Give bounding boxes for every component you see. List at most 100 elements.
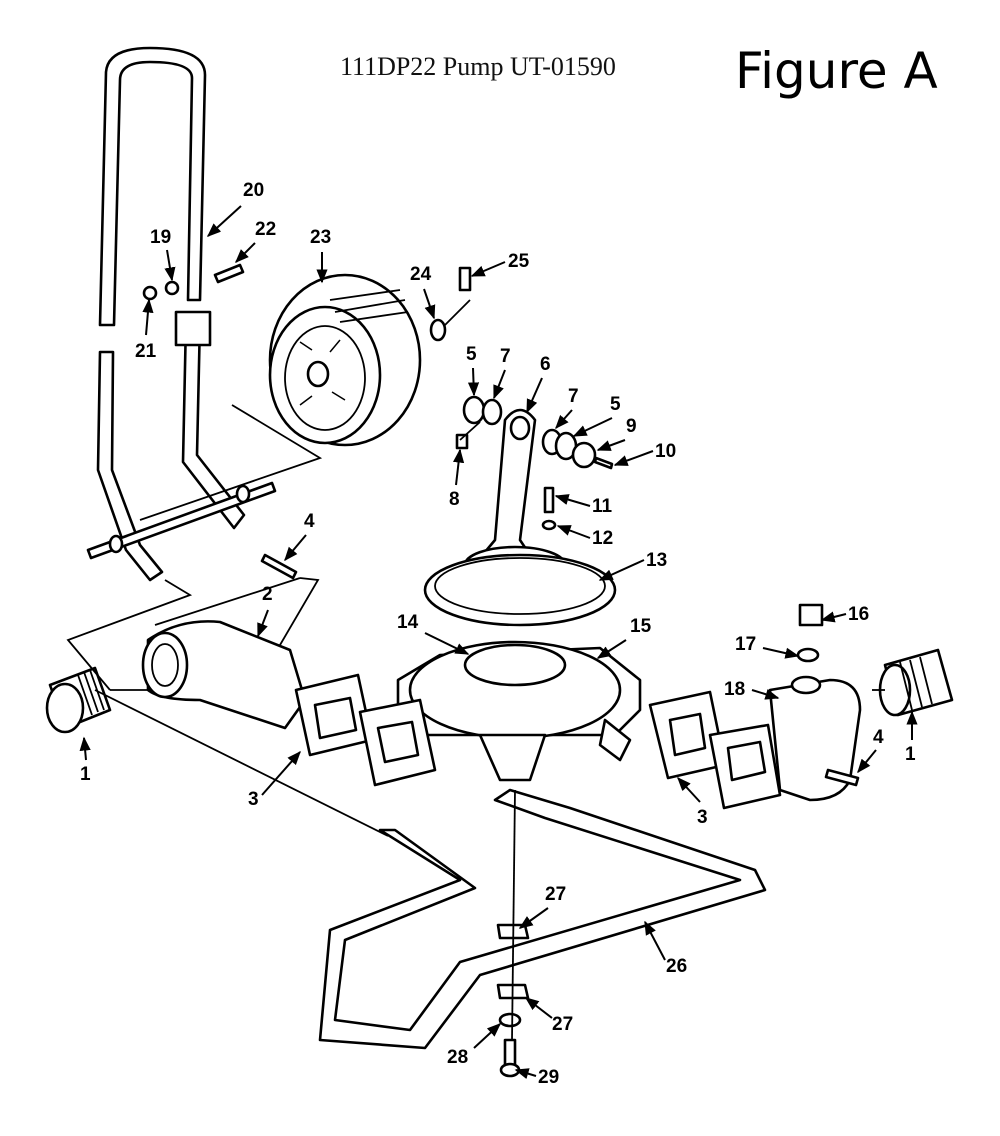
callout-label-1a: 1 (80, 764, 91, 785)
callout-label-20: 20 (243, 180, 264, 201)
callout-leader-11 (554, 494, 591, 507)
left-flange-gasket (294, 673, 437, 787)
left-coupling (45, 666, 112, 734)
callout-leader-18 (751, 688, 780, 700)
callout-leader-15 (596, 639, 627, 659)
bolt-4-right (824, 768, 860, 787)
callout-leader-9 (596, 439, 626, 451)
callout-leader-29 (514, 1068, 537, 1079)
handle-frame (98, 46, 207, 327)
diaphragm-plate (423, 553, 617, 627)
callout-label-17: 17 (735, 634, 756, 655)
callout-leader-10 (613, 450, 654, 466)
washer-19 (164, 280, 180, 296)
callout-label-25: 25 (508, 251, 530, 272)
callout-label-28: 28 (447, 1047, 468, 1068)
callout-leader-16 (820, 611, 847, 623)
callout-label-12: 12 (592, 528, 613, 549)
left-elbow (141, 620, 307, 730)
callout-label-1b: 1 (905, 744, 916, 765)
washer-17 (796, 647, 820, 663)
callout-leader-25 (470, 261, 506, 277)
callout-leader-5b (572, 417, 613, 437)
callout-label-16: 16 (848, 604, 869, 625)
right-flange-gasket (648, 690, 782, 810)
callout-label-14: 14 (397, 612, 419, 633)
pin-8 (455, 433, 469, 450)
callout-leader-26 (644, 920, 666, 961)
callout-leader-4b (857, 749, 877, 774)
callout-label-9: 9 (626, 416, 637, 437)
base-frame (318, 788, 767, 1050)
callout-label-19: 19 (150, 227, 171, 248)
screw-25 (458, 266, 472, 292)
callout-label-27b: 27 (552, 1014, 573, 1035)
callout-leader-3a (261, 750, 301, 796)
callout-label-5b: 5 (610, 394, 621, 415)
washer-28 (498, 1012, 522, 1028)
callout-leader-27a (518, 907, 549, 929)
callout-leader-13 (598, 559, 645, 581)
callout-label-5a: 5 (466, 344, 477, 365)
callout-leader-19 (164, 249, 176, 282)
callout-label-10: 10 (655, 441, 676, 462)
callout-leader-4a (284, 534, 307, 562)
assembly-lines (66, 299, 885, 1041)
callout-label-11: 11 (592, 496, 613, 517)
right-coupling (878, 648, 954, 717)
bolt-29 (503, 1038, 517, 1067)
callout-label-26: 26 (666, 956, 687, 977)
callout-label-23: 23 (310, 227, 331, 248)
callout-label-2: 2 (262, 584, 273, 605)
washer-24 (429, 318, 447, 342)
callout-leader-20 (206, 205, 242, 237)
callout-leader-1a (79, 736, 91, 761)
callout-leader-8 (453, 448, 465, 486)
callout-label-4b: 4 (873, 727, 884, 748)
callout-label-13: 13 (646, 550, 667, 571)
callout-leader-6 (526, 377, 543, 414)
callout-leader-5a (467, 367, 480, 397)
callout-leader-28 (473, 1023, 502, 1049)
wheel (268, 273, 422, 447)
callout-label-22: 22 (255, 219, 276, 240)
nut-21 (142, 285, 158, 301)
callout-leader-27b (524, 997, 553, 1019)
callout-label-15: 15 (630, 616, 652, 637)
bolt-4-left (260, 553, 298, 580)
bearings-right (541, 428, 614, 470)
bearings-left (462, 395, 503, 426)
callout-leader-24 (423, 288, 436, 320)
callout-label-8: 8 (449, 489, 460, 510)
callout-leader-17 (762, 647, 800, 659)
diagram-title: 111DP22 Pump UT-01590 (340, 52, 616, 81)
bolt-11 (543, 486, 555, 514)
callout-label-6: 6 (540, 354, 551, 375)
callout-leader-3b (677, 776, 701, 803)
axle (86, 481, 277, 560)
callout-leader-14 (424, 632, 470, 655)
callout-leader-7b (555, 409, 573, 430)
callout-label-21: 21 (135, 341, 157, 362)
callout-label-7a: 7 (500, 346, 511, 367)
callout-leader-21 (142, 298, 154, 336)
callout-label-24: 24 (410, 264, 432, 285)
pump-body (396, 640, 642, 782)
callout-label-3b: 3 (697, 807, 708, 828)
callout-label-4a: 4 (304, 511, 315, 532)
callout-label-18: 18 (724, 679, 745, 700)
bolt-22 (213, 263, 245, 284)
figure-label: Figure A (735, 42, 938, 100)
callout-label-3a: 3 (248, 789, 259, 810)
callout-leader-2 (257, 609, 269, 638)
washer-12 (541, 519, 557, 531)
callout-label-29: 29 (538, 1067, 559, 1088)
right-elbow (768, 675, 862, 802)
callout-leader-22 (235, 242, 256, 263)
callout-label-7b: 7 (568, 386, 579, 407)
callout-leader-7a (493, 369, 506, 400)
callout-label-27a: 27 (545, 884, 566, 905)
drain-plug-16 (798, 603, 824, 627)
callout-leader-12 (556, 525, 591, 539)
